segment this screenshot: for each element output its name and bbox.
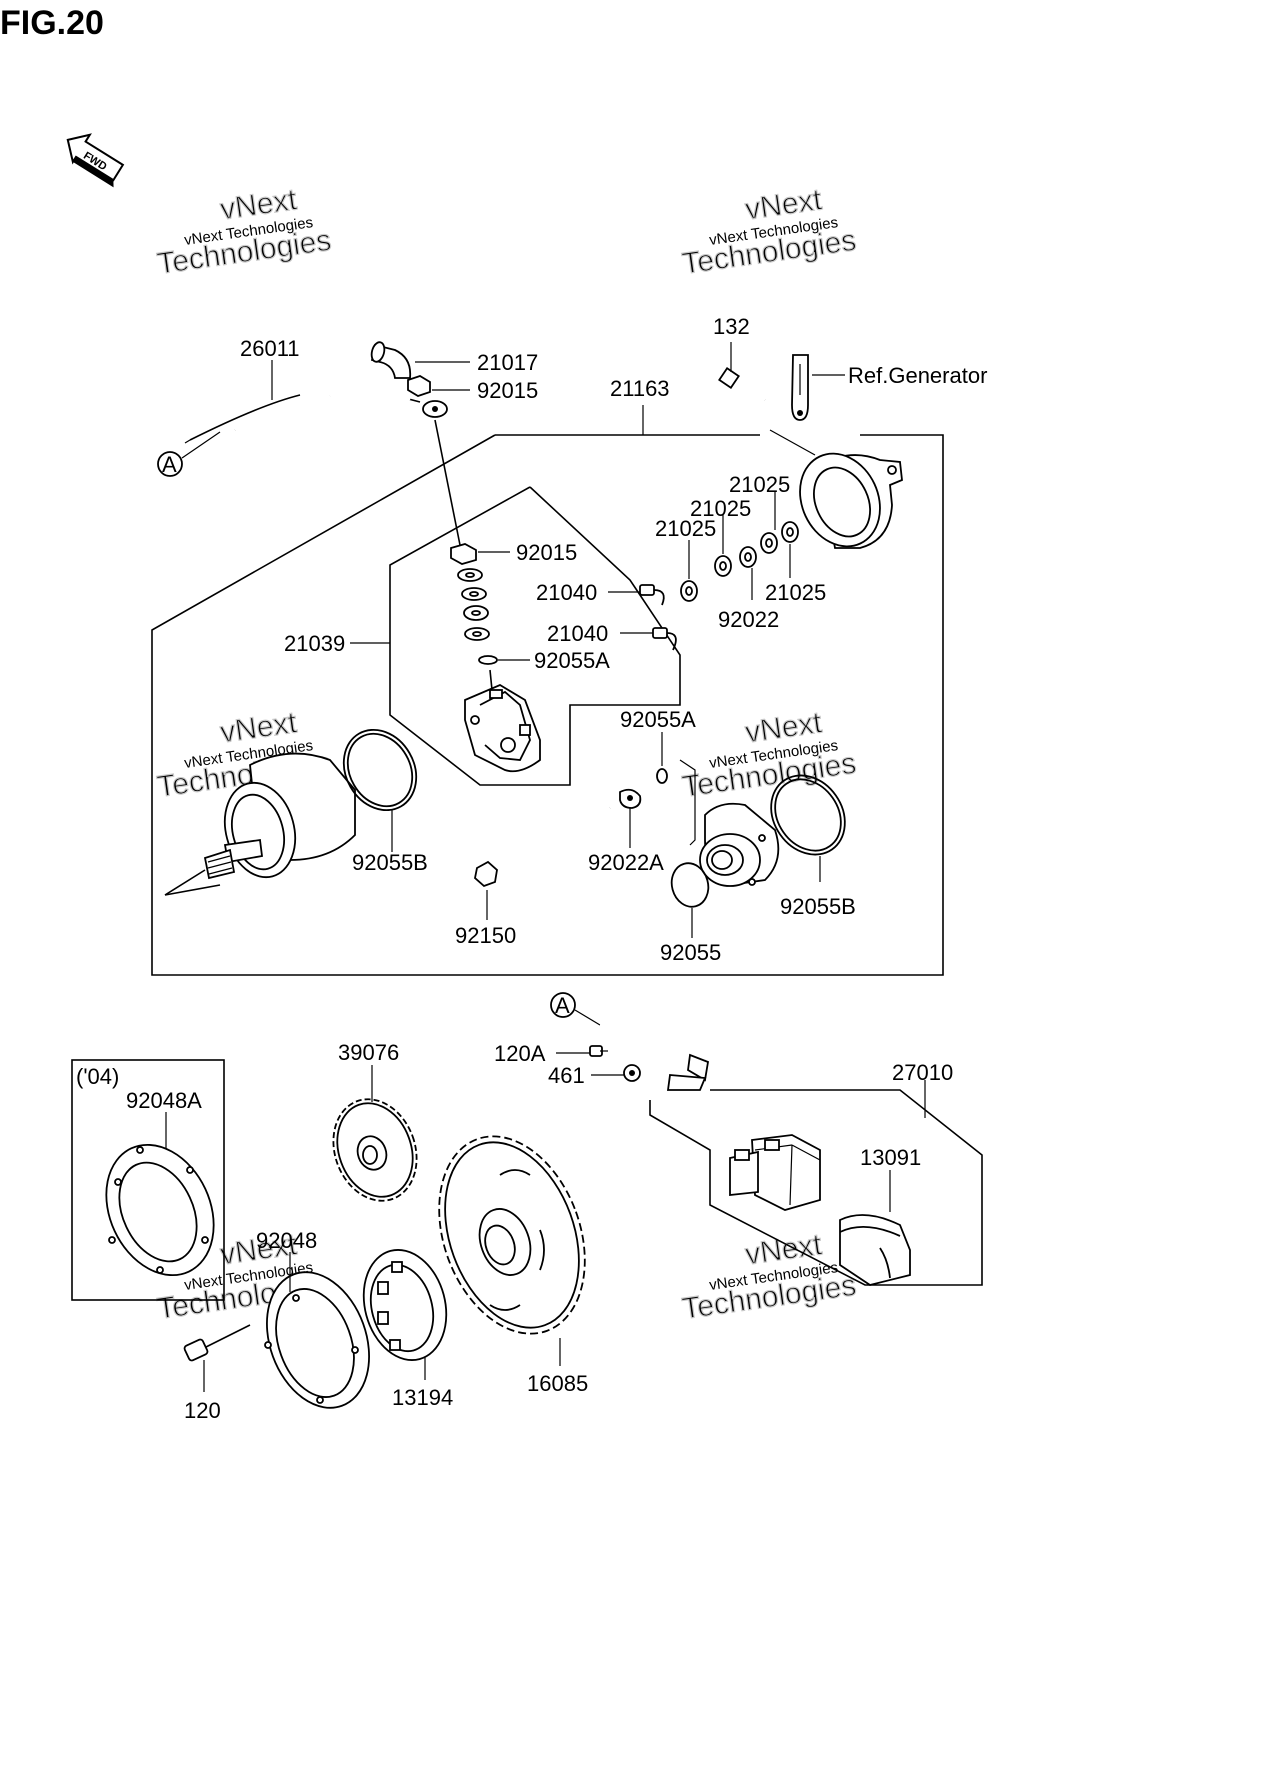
- year-variant-box: [71, 1059, 225, 1301]
- label-92055b-right: 92055B: [780, 894, 856, 919]
- terminal-cap-21017: [370, 341, 412, 379]
- through-bolt-92150: [474, 806, 611, 888]
- label-21039: 21039: [284, 631, 345, 656]
- label-21040-2: 21040: [547, 621, 608, 646]
- brushes-21040: [639, 584, 677, 651]
- generator-bracket: [791, 354, 809, 421]
- label-92015-box: 92015: [516, 540, 577, 565]
- label-92015-top: 92015: [477, 378, 538, 403]
- label-92055: 92055: [660, 940, 721, 965]
- label-92055b-left: 92055B: [352, 850, 428, 875]
- starter-relay: [729, 1134, 821, 1211]
- label-21017: 21017: [477, 350, 538, 375]
- figure-title: FIG.20: [0, 4, 104, 42]
- svg-text:A: A: [555, 993, 570, 1018]
- starter-cable-26011: [184, 387, 448, 444]
- nut-461: [623, 1064, 641, 1082]
- o-ring-92055: [670, 862, 710, 908]
- section-marker-a-top: A: [157, 431, 221, 477]
- svg-text:A: A: [162, 452, 177, 477]
- svg-text:vNext: vNext: [218, 183, 299, 226]
- one-way-clutch-13194: [362, 1249, 448, 1361]
- cover-92048: [264, 1271, 370, 1409]
- label-92022a: 92022A: [588, 850, 664, 875]
- washer-92022a: [619, 788, 642, 809]
- label-21025-4: 21025: [765, 580, 826, 605]
- label-21163: 21163: [610, 376, 670, 401]
- label-16085: 16085: [527, 1371, 588, 1396]
- watermark-2: vNext Technologies vNext Technologies: [680, 183, 859, 282]
- label-92048a: 92048A: [126, 1088, 202, 1113]
- starter-end-cover: [769, 429, 903, 549]
- label-461: 461: [548, 1063, 585, 1088]
- label-120: 120: [184, 1398, 221, 1423]
- nut-washer-stack: [450, 543, 490, 641]
- clutch-gear-16085: [438, 1135, 586, 1335]
- label-120a: 120A: [494, 1041, 546, 1066]
- relay-cover-13091: [839, 1214, 911, 1286]
- label-13194: 13194: [392, 1385, 453, 1410]
- screw-120a: [589, 1045, 608, 1057]
- starter-front-cover: [679, 759, 780, 887]
- nut-92015-top: [407, 375, 431, 397]
- forward-direction-arrow-icon: FWD: [66, 133, 125, 188]
- watermark-1: vNext Technologies vNext Technologies: [155, 183, 334, 282]
- cover-92048a: [105, 1143, 215, 1277]
- bolt-120: [183, 1324, 251, 1362]
- label-92022: 92022: [718, 607, 779, 632]
- label-ref-generator: Ref.Generator: [848, 363, 987, 388]
- brush-holder-box-21039: [389, 486, 681, 786]
- label-21040-1: 21040: [536, 580, 597, 605]
- label-13091: 13091: [860, 1145, 921, 1170]
- assembly-box-21163: [151, 434, 944, 976]
- section-marker-a-bottom: A: [550, 992, 601, 1026]
- cable-to-relay: [599, 1020, 710, 1091]
- label-21025-2: 21025: [690, 496, 751, 521]
- label-27010: 27010: [892, 1060, 953, 1085]
- bolt-132: [718, 367, 766, 402]
- relay-box-27010: [649, 1089, 983, 1286]
- label-132: 132: [713, 314, 750, 339]
- label-39076: 39076: [338, 1040, 399, 1065]
- starter-motor-body: [164, 752, 356, 896]
- brush-plate: [464, 669, 541, 773]
- label-92048: 92048: [256, 1228, 317, 1253]
- watermark-6: vNext Technologies vNext Technologies: [680, 1228, 859, 1327]
- label-26011: 26011: [240, 336, 300, 361]
- label-year-04: ('04): [76, 1064, 119, 1089]
- o-ring-92055b-left: [342, 728, 418, 812]
- label-92055a-right: 92055A: [620, 707, 696, 732]
- label-21025-3: 21025: [655, 516, 716, 541]
- label-21025-1: 21025: [729, 472, 790, 497]
- o-ring-92055b-right: [770, 774, 846, 856]
- o-ring-92055a-right: [656, 768, 668, 784]
- washers-21025: [680, 521, 799, 602]
- label-92055a-upper: 92055A: [534, 648, 610, 673]
- o-ring-92055a-upper: [478, 655, 498, 665]
- idler-gear-39076: [332, 1098, 418, 1202]
- label-92150: 92150: [455, 923, 516, 948]
